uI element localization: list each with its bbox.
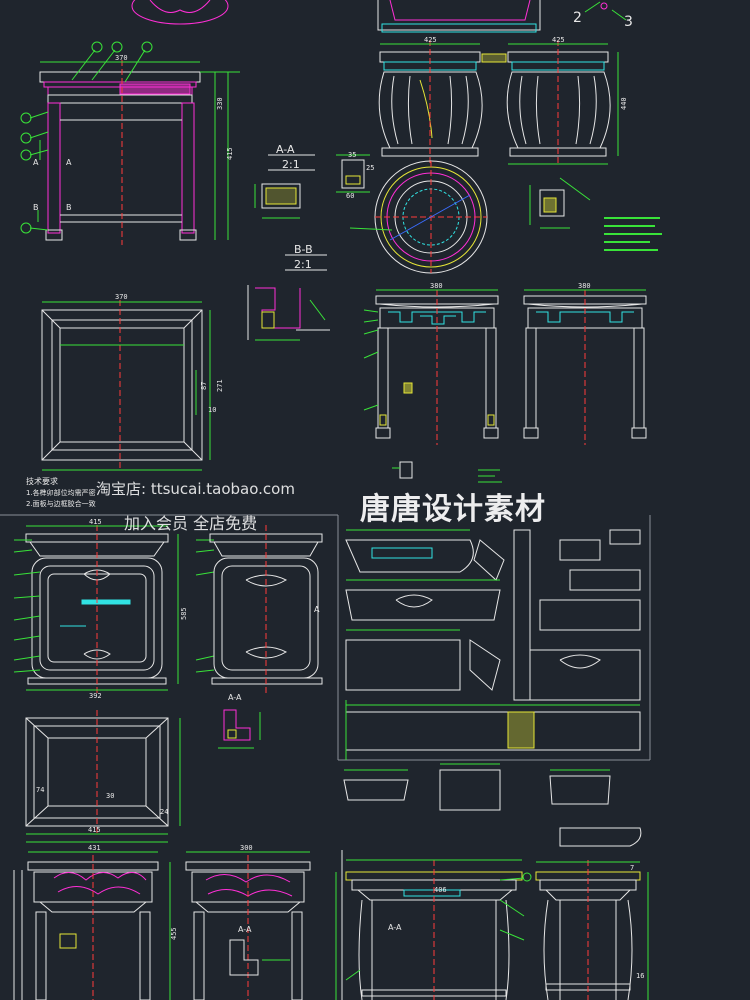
callout-arrows-top-right <box>584 1 627 21</box>
dim-271: 271 <box>216 379 224 392</box>
dim-7: 7 <box>630 864 634 872</box>
dim-406: 406 <box>434 886 447 894</box>
technical-notes-green-right <box>604 217 662 251</box>
dim-24: 24 <box>160 808 168 816</box>
sheet-frame-lines <box>0 514 651 761</box>
dim-440: 440 <box>620 97 628 110</box>
section-aa-scale: 2:1 <box>282 158 300 171</box>
dim-585: 585 <box>180 607 188 620</box>
long-leg-stool-elevation <box>335 850 523 1000</box>
dim-380-left: 380 <box>430 282 443 290</box>
dim-16: 16 <box>636 972 644 980</box>
dim-392: 392 <box>89 692 102 700</box>
section-aa-small-detail <box>218 709 261 749</box>
dim-425-left: 425 <box>424 36 437 44</box>
section-marker-a-left: A <box>33 158 39 167</box>
section-aa-detail <box>254 154 370 219</box>
drum-stool-top-fragment <box>377 0 541 33</box>
dim-370-top: 370 <box>115 54 128 62</box>
dim-60: 60 <box>346 192 354 200</box>
tech-notes-title: 技术要求 <box>26 476 58 486</box>
dim-25: 25 <box>366 164 374 172</box>
drum-stool-plan-view <box>349 160 488 274</box>
section-marker-a-right: A <box>66 158 72 167</box>
section-bb-title: B-B <box>294 243 313 256</box>
dim-74: 74 <box>36 786 44 794</box>
tech-note-2: 2.面板与边框胶合一致 <box>26 499 96 508</box>
rounded-stool-elevation-right <box>209 525 323 695</box>
dim-415-plan: 415 <box>88 826 101 834</box>
small-note-mid-right <box>392 461 502 483</box>
dim-415-top-left: 415 <box>226 147 234 160</box>
section-marker-a-lower: A <box>314 605 320 614</box>
part-profile-drawings <box>345 529 641 760</box>
tall-stool-elevation <box>535 860 649 1000</box>
carved-stool-elevation-right <box>185 851 311 1000</box>
drum-stool-elevation-left <box>378 40 507 165</box>
front-elevation-top-left <box>29 0 240 245</box>
dim-380-right: 380 <box>578 282 591 290</box>
small-tag-profiles <box>343 763 642 847</box>
dim-300-bottom: 300 <box>240 844 253 852</box>
callout-3: 3 <box>624 14 633 30</box>
dim-87: 87 <box>200 382 208 390</box>
section-bb-scale: 2:1 <box>294 258 312 271</box>
section-bb-detail <box>247 254 330 341</box>
dim-30: 30 <box>106 792 114 800</box>
top-plan-view-square <box>41 300 211 471</box>
square-stool-elevation-left <box>363 289 499 445</box>
dim-370-plan: 370 <box>115 293 128 301</box>
long-leg-stool-callouts <box>345 872 532 981</box>
callout-2: 2 <box>573 10 582 26</box>
dim-431: 431 <box>88 844 101 852</box>
leg-profile-detail <box>529 177 591 229</box>
dim-425-right: 425 <box>552 36 565 44</box>
carved-stool-elevation-left <box>13 851 171 1000</box>
drum-stool-elevation-right <box>506 40 619 165</box>
dim-330: 330 <box>216 97 224 110</box>
dim-35: 35 <box>348 151 356 159</box>
watermark-brand: 唐唐设计素材 <box>360 492 546 527</box>
rounded-stool-callouts <box>13 539 215 673</box>
section-marker-b-left: B <box>33 203 39 212</box>
section-marker-b-right: B <box>66 203 72 212</box>
watermark-member-note: 加入会员 全店免费 <box>124 514 258 533</box>
rounded-stool-elevation-left <box>25 525 179 695</box>
section-aa-small2-title: A-A <box>238 925 252 934</box>
watermark-shop-url: 淘宝店: ttsucai.taobao.com <box>96 480 295 498</box>
lower-plan-view <box>25 710 181 843</box>
dim-10: 10 <box>208 406 216 414</box>
section-aa-title: A-A <box>276 143 295 156</box>
section-aa-bottom: A-A <box>388 923 402 932</box>
dim-455: 455 <box>170 927 178 940</box>
top-left-callout-bubbles <box>20 41 153 234</box>
dim-415-lower-left: 415 <box>89 518 102 526</box>
section-aa-small-title: A-A <box>228 693 242 702</box>
square-stool-elevation-right <box>523 289 647 445</box>
tech-note-1: 1.各榫卯部位均需严密 <box>26 488 96 497</box>
